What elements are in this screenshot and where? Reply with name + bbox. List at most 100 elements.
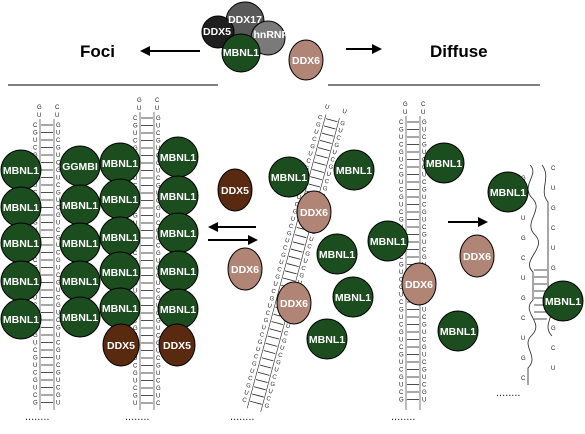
stem-base: G	[156, 206, 161, 212]
stem-base: G	[33, 401, 38, 407]
ddx6-protein-label: DDX6	[463, 251, 491, 263]
mbnl1-protein: MBNL1	[59, 222, 101, 264]
stem-base: U	[422, 240, 426, 246]
rna-ellipsis: ........	[230, 411, 254, 423]
ddx6-protein: DDX6	[227, 247, 263, 291]
mbnl1-complex-protein	[221, 33, 261, 73]
mbnl1-protein-label: MBNL1	[3, 314, 39, 326]
stem-base: C	[399, 278, 404, 284]
stem-base: C	[156, 244, 161, 250]
stem-base: C	[422, 135, 427, 141]
rna-ellipsis: ........	[496, 387, 520, 399]
mbnl1-protein: MBNL1	[59, 184, 101, 226]
loop-base: G	[37, 105, 42, 111]
loop-base: C	[421, 102, 426, 108]
loop-base: U	[137, 106, 141, 112]
stem-base: C	[422, 248, 427, 254]
stem-base: U	[56, 198, 60, 204]
stem-base: U	[156, 394, 160, 400]
mbnl1-protein-label: MBNL1	[545, 296, 581, 308]
stem-base: U	[422, 218, 426, 224]
stem-base: U	[56, 153, 60, 159]
mbnl1-protein-shape	[367, 220, 409, 262]
stem-base: G	[275, 360, 281, 367]
stem-base: C	[253, 354, 259, 361]
stem-base: U	[56, 131, 60, 137]
stem-base: G	[274, 274, 280, 281]
stem-base: U	[399, 135, 403, 141]
mbnl1-protein-label: MBNL1	[3, 276, 39, 288]
stem-base: G	[315, 122, 321, 129]
mbnl1-protein-label: MBNL1	[102, 158, 138, 170]
unfolded-base: U	[521, 276, 525, 282]
stem-base: G	[156, 251, 161, 257]
stem-base: G	[156, 184, 161, 190]
stem-base: U	[33, 138, 37, 144]
stem-base: U	[33, 296, 37, 302]
stem-base: C	[277, 352, 283, 359]
mbnl1-protein-label: MBNL1	[319, 249, 355, 261]
stem-base: G	[399, 263, 404, 269]
stem-base: G	[333, 142, 339, 149]
loop-base: U	[403, 110, 407, 116]
ddx6-protein-shape	[296, 190, 332, 234]
stem-base: G	[309, 144, 315, 151]
stem-base: U	[285, 323, 291, 330]
mbnl1-protein-shape	[0, 298, 42, 340]
stem-base: C	[247, 375, 253, 382]
mbnl1-protein: MBNL1	[423, 142, 465, 184]
ddx5-complex-protein	[201, 15, 235, 49]
stem-base: C	[288, 223, 294, 230]
stem-base: U	[422, 330, 426, 336]
mbnl1-protein: MBNL1	[0, 260, 42, 302]
ggmbi-protein: GGMBI	[59, 145, 101, 187]
stem-base: U	[33, 363, 37, 369]
mbnl1-protein-label: MBNL1	[370, 236, 406, 248]
stem-base: C	[33, 123, 38, 129]
mbnl1-protein: MBNL1	[99, 251, 141, 293]
stem-base: C	[311, 136, 317, 143]
mbnl1-protein-label: MBNL1	[309, 334, 345, 346]
stem-base: U	[302, 258, 308, 265]
mbnl1-protein: MBNL1	[157, 250, 199, 292]
foci-title: Foci	[80, 42, 115, 61]
mbnl1-protein: MBNL1	[157, 212, 199, 254]
mbnl1-protein-label: MBNL1	[102, 194, 138, 206]
mbnl1-protein-shape	[437, 310, 479, 352]
stem-base: C	[56, 341, 61, 347]
stem-base: U	[326, 171, 332, 178]
stem-base: C	[399, 345, 404, 351]
mbnl1-protein-shape	[59, 296, 101, 338]
stem-base: C	[156, 334, 161, 340]
stem-base: G	[304, 251, 310, 258]
mbnl1-protein: MBNL1	[268, 156, 310, 198]
mbnl1-protein-label: MBNL1	[160, 304, 196, 316]
stem-base: G	[133, 371, 138, 377]
ddx5-protein: DDX5	[217, 168, 253, 212]
stem-base: G	[251, 361, 257, 368]
stem-base: U	[156, 146, 160, 152]
stem-base: U	[156, 326, 160, 332]
stem-base: U	[33, 386, 37, 392]
stem-base: U	[422, 173, 426, 179]
unfolded-base: C	[551, 346, 556, 352]
stem-base: G	[280, 252, 286, 259]
mbnl1-protein: MBNL1	[99, 142, 141, 184]
stem-base: C	[33, 348, 38, 354]
stem-base: U	[56, 378, 60, 384]
stem-base: U	[133, 176, 137, 182]
unfolded-base: G	[551, 206, 556, 212]
stem-base: C	[241, 397, 247, 404]
unfolded-base: C	[521, 256, 526, 262]
loop-base: U	[55, 113, 59, 119]
stem-base: U	[278, 260, 284, 267]
arrow-to-diffuse-icon	[346, 44, 382, 54]
stem-base: U	[156, 236, 160, 242]
mbnl1-protein-label: MBNL1	[440, 326, 476, 338]
rna-ellipsis: ........	[125, 411, 149, 423]
stem-base: U	[156, 169, 160, 175]
mbnl1-protein-label: MBNL1	[160, 152, 196, 164]
stem-base: C	[422, 225, 427, 231]
stem-base: G	[56, 348, 61, 354]
stem-base: U	[399, 315, 403, 321]
